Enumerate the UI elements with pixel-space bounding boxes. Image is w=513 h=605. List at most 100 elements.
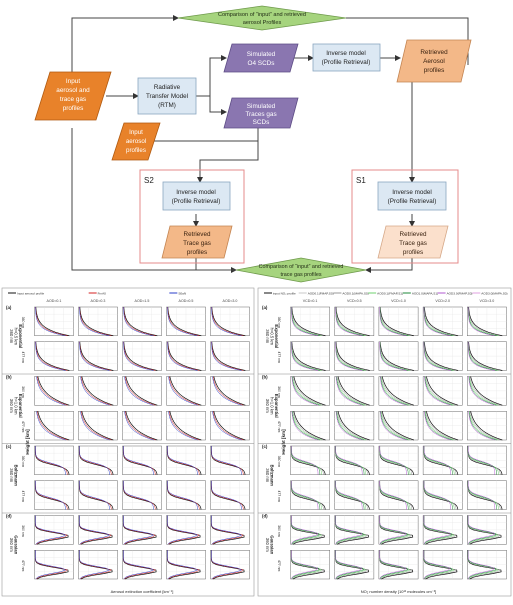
inv-top-line2: (Profile Retrieval) (322, 59, 371, 66)
connector-lines (71, 15, 469, 273)
subplot-cell (34, 445, 74, 475)
profile-curve (337, 411, 368, 441)
profile-curve (292, 376, 322, 406)
profile-curve (291, 411, 321, 441)
subplot-cell (334, 550, 375, 580)
subplot-cell (422, 376, 463, 406)
subplot-cell (378, 306, 419, 337)
profile-curve (36, 411, 66, 441)
profile-curve (212, 411, 242, 441)
profile-curve (469, 376, 501, 406)
compare-top-line2: aerosol Profiles (243, 20, 282, 26)
legend-label: FmA0 (98, 292, 107, 296)
legend-label: AOD1.0(MAPA,S1) (412, 292, 438, 296)
column-header: AOD=1.5 (135, 299, 150, 303)
profile-curve (293, 376, 326, 406)
profile-curve (123, 341, 158, 371)
profile-curve (379, 306, 414, 337)
profile-curve (79, 550, 111, 580)
rtm-node: Radiative Transfer Model (RTM) (137, 77, 197, 115)
profile-curve (336, 411, 365, 441)
profile-curve (424, 411, 455, 441)
profile-curve (123, 515, 155, 545)
subplot-cell (210, 550, 250, 580)
s1-frame: S1 Inverse model (Profile Retrieval) Ret… (351, 169, 459, 264)
subplot-cell (422, 550, 463, 580)
profile-curve (335, 376, 363, 406)
profile-curve (291, 480, 319, 510)
profile-curve (381, 411, 415, 441)
s1-label: S1 (356, 176, 366, 185)
subplot-cell (422, 341, 463, 371)
profile-curve (467, 341, 495, 371)
column-header: VCD=0.1 (303, 299, 318, 303)
wavelength-label: 360 nm (277, 317, 281, 328)
group-label: Boltzmann (270, 465, 275, 487)
profile-curve (337, 411, 370, 441)
profile-curve (425, 411, 457, 441)
profile-curve (211, 480, 242, 510)
profile-curve (168, 376, 200, 406)
wavelength-label: 360 nm (277, 386, 281, 397)
legend-label: AOD3.0(MAPA,S0) (481, 292, 507, 296)
ret-tg-s2-line2: Trace gas (183, 240, 211, 247)
subplot-cell (378, 376, 419, 406)
group-label: Exponential (274, 324, 279, 348)
subplot-cell (166, 480, 206, 510)
rtm-line1: Radiative (154, 84, 181, 91)
profile-curve (168, 411, 200, 441)
profile-curve (291, 306, 319, 336)
sim-o4-line2: O4 SCDs (248, 60, 275, 67)
profile-curve (425, 376, 457, 406)
row-label: (a) (262, 305, 268, 310)
retrieved-tg-s2-shape (161, 225, 233, 259)
profile-curve (80, 411, 112, 441)
profile-curve (336, 411, 367, 441)
input-profiles-line4: profiles (63, 105, 84, 112)
profile-curve (35, 306, 66, 336)
inv-s1-line1: Inverse model (392, 189, 432, 196)
row-label: (a) (6, 305, 12, 310)
profile-curve (36, 411, 68, 441)
subplot-cell (210, 480, 250, 510)
legend-label: AOD0.1(FMAP,S1) (377, 292, 403, 296)
rtm-line3: (RTM) (158, 102, 176, 109)
profile-curve (381, 411, 413, 441)
subplot-cell (122, 445, 162, 475)
subplot-cell (334, 376, 375, 406)
column-header: VCD=3.0 (480, 299, 495, 303)
group-label: 360 nm (9, 538, 14, 552)
profile-curve (79, 341, 114, 371)
simulated-o4-node: Simulated O4 SCDs (223, 43, 299, 73)
ret-tg-s2-line3: profiles (187, 249, 207, 256)
profile-curve (379, 480, 407, 510)
profile-curve (211, 445, 242, 475)
profile-curve (123, 480, 154, 510)
profile-curve (423, 306, 451, 336)
profile-curve (37, 376, 70, 406)
profile-curve (380, 411, 411, 441)
subplot-cell (422, 306, 463, 337)
wavelength-label: 477 nm (21, 490, 25, 501)
inv-top-line1: Inverse model (326, 50, 366, 57)
subplot-cell (166, 341, 206, 371)
profile-curve (424, 376, 453, 406)
group-label: 360 nm (265, 329, 270, 343)
profile-curve (35, 341, 66, 371)
column-header: AOD=3.0 (223, 299, 238, 303)
ret-aer-line2: Aerosol (423, 58, 445, 65)
subplot-cell (378, 341, 419, 371)
inv-s2-line2: (Profile Retrieval) (172, 198, 221, 205)
profile-curve (337, 376, 368, 406)
group-label: 360 nm (265, 538, 270, 552)
profile-curve (426, 376, 459, 406)
profile-curve (80, 376, 110, 406)
profile-curve (380, 376, 407, 406)
row-label: (d) (262, 514, 268, 519)
profile-curve (35, 550, 67, 580)
subplot-cell (290, 480, 330, 510)
subplot-cell (467, 445, 507, 475)
input-profiles-line2: aerosol and (56, 87, 90, 94)
